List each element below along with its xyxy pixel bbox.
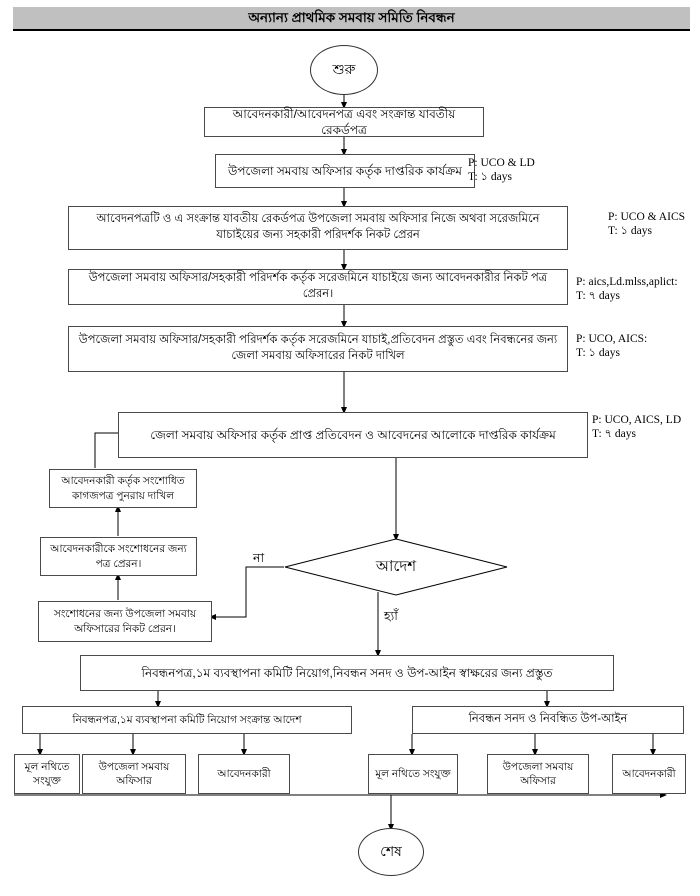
process-step3: আবেদনপত্রটি ও এ সংক্রান্ত যাবতীয় রেকর্ড… [68, 206, 568, 250]
output-left-label: নিবন্ধনপত্র,১ম ব্যবস্থাপনা কমিটি নিয়োগ … [72, 713, 302, 726]
annotation-step5-time: T: ১ days [576, 347, 620, 360]
terminator-end-label: শেষ [380, 843, 402, 859]
process-step3-label: আবেদনপত্রটি ও এ সংক্রান্ত যাবতীয় রেকর্ড… [96, 213, 540, 241]
recipient-right-file-label: মূল নথিতে সংযুক্ত [375, 767, 451, 780]
recipient-right-file: মূল নথিতে সংযুক্ত [368, 754, 458, 794]
recipient-left-uco: উপজেলা সমবায় অফিসার [82, 754, 186, 794]
process-prepare-label: নিবন্ধনপত্র,১ম ব্যবস্থাপনা কমিটি নিয়োগ,… [141, 665, 553, 680]
annotation-step4: P: aics,Ld.mlss,aplict: T: ৭ days [576, 275, 678, 304]
process-step1-label: আবেদনকারী/আবেদনপত্র এবং সংক্রান্ত যাবতীয… [232, 106, 456, 137]
annotation-step3-time: T: ১ days [608, 225, 652, 238]
recipient-right-applicant-label: আবেদনকারী [622, 767, 676, 780]
recipient-left-applicant-label: আবেদনকারী [217, 767, 271, 780]
process-prepare: নিবন্ধনপত্র,১ম ব্যবস্থাপনা কমিটি নিয়োগ,… [80, 655, 614, 691]
process-step5: উপজেলা সমবায় অফিসার/সহকারী পরিদর্শক কর্… [68, 326, 568, 372]
process-step5-label: উপজেলা সমবায় অফিসার/সহকারী পরিদর্শক কর্… [78, 334, 558, 362]
annotation-step5: P: UCO, AICS: T: ১ days [576, 332, 647, 361]
annotation-step3-person: P: UCO & AICS [608, 211, 686, 223]
annotation-step4-person: P: aics,Ld.mlss,aplict: [576, 276, 678, 288]
rework-box-resubmit: আবেদনকারী কর্তৃক সংশোধিত কাগজপত্র পুনরায… [49, 469, 197, 508]
process-step6-label: জেলা সমবায় অফিসার কর্তৃক প্রাপ্ত প্রতিব… [150, 427, 556, 442]
rework-box-letter-to-applicant-label: আবেদনকারীকে সংশোধনের জন্য পত্র প্রেরন। [50, 543, 187, 570]
terminator-start-label: শুরু [332, 61, 356, 77]
recipient-right-uco-label: উপজেলা সমবায় অফিসার [502, 760, 574, 787]
annotation-step5-person: P: UCO, AICS: [576, 333, 648, 345]
recipient-left-file-label: মূল নথিতে সংযুক্ত [24, 760, 70, 787]
wire-decision-no-to-rework-bottom [209, 566, 284, 620]
header-bar: অন্যান্য প্রাথমিক সমবায় সমিতি নিবন্ধন [13, 7, 690, 31]
recipient-left-uco-label: উপজেলা সমবায় অফিসার [98, 760, 170, 787]
output-right: নিবন্ধন সনদ ও নিবন্ধিত উপ-আইন [412, 706, 684, 734]
recipient-left-applicant: আবেদনকারী [198, 754, 290, 794]
annotation-step6-person: P: UCO, AICS, LD [592, 414, 682, 426]
process-step4-label: উপজেলা সমবায় অফিসার/সহকারী পরিদর্শক কর্… [88, 272, 548, 300]
rework-box-send-to-uco-label: সংশোধনের জন্য উপজেলা সমবায় অফিসারের নিক… [53, 608, 197, 635]
output-right-label: নিবন্ধন সনদ ও নিবন্ধিত উপ-আইন [468, 713, 628, 726]
process-step6: জেলা সমবায় অফিসার কর্তৃক প্রাপ্ত প্রতিব… [118, 412, 588, 458]
rework-box-resubmit-label: আবেদনকারী কর্তৃক সংশোধিত কাগজপত্র পুনরায… [61, 475, 185, 502]
rework-box-send-to-uco: সংশোধনের জন্য উপজেলা সমবায় অফিসারের নিক… [38, 601, 212, 642]
process-step2: উপজেলা সমবায় অফিসার কর্তৃক দাপ্তরিক কার… [215, 154, 475, 188]
annotation-step2: P: UCO & LD T: ১ days [468, 156, 535, 185]
terminator-end: শেষ [358, 828, 424, 876]
annotation-step6: P: UCO, AICS, LD T: ৭ days [592, 413, 681, 442]
terminator-start: শুরু [310, 45, 378, 95]
process-step4: উপজেলা সমবায় অফিসার/সহকারী পরিদর্শক কর্… [68, 269, 568, 305]
annotation-step2-person: P: UCO & LD [468, 157, 535, 169]
recipient-left-file: মূল নথিতে সংযুক্ত [14, 754, 80, 794]
annotation-step6-time: T: ৭ days [592, 428, 636, 441]
annotation-step3: P: UCO & AICS T: ১ days [608, 210, 685, 239]
page-title: অন্যান্য প্রাথমিক সমবায় সমিতি নিবন্ধন [248, 10, 455, 25]
process-step1: আবেদনকারী/আবেদনপত্র এবং সংক্রান্ত যাবতীয… [204, 107, 484, 137]
rework-box-letter-to-applicant: আবেদনকারীকে সংশোধনের জন্য পত্র প্রেরন। [40, 537, 197, 576]
recipient-right-uco: উপজেলা সমবায় অফিসার [487, 754, 589, 794]
output-left: নিবন্ধনপত্র,১ম ব্যবস্থাপনা কমিটি নিয়োগ … [22, 706, 352, 734]
annotation-step2-time: T: ১ days [468, 171, 512, 184]
decision-branch-no: না [253, 551, 265, 565]
decision-order: আদেশ [284, 538, 508, 596]
process-step2-label: উপজেলা সমবায় অফিসার কর্তৃক দাপ্তরিক কার… [228, 163, 462, 178]
annotation-step4-time: T: ৭ days [576, 290, 620, 303]
decision-branch-yes: হ্যাঁ [384, 609, 398, 623]
recipient-right-applicant: আবেদনকারী [612, 754, 686, 794]
